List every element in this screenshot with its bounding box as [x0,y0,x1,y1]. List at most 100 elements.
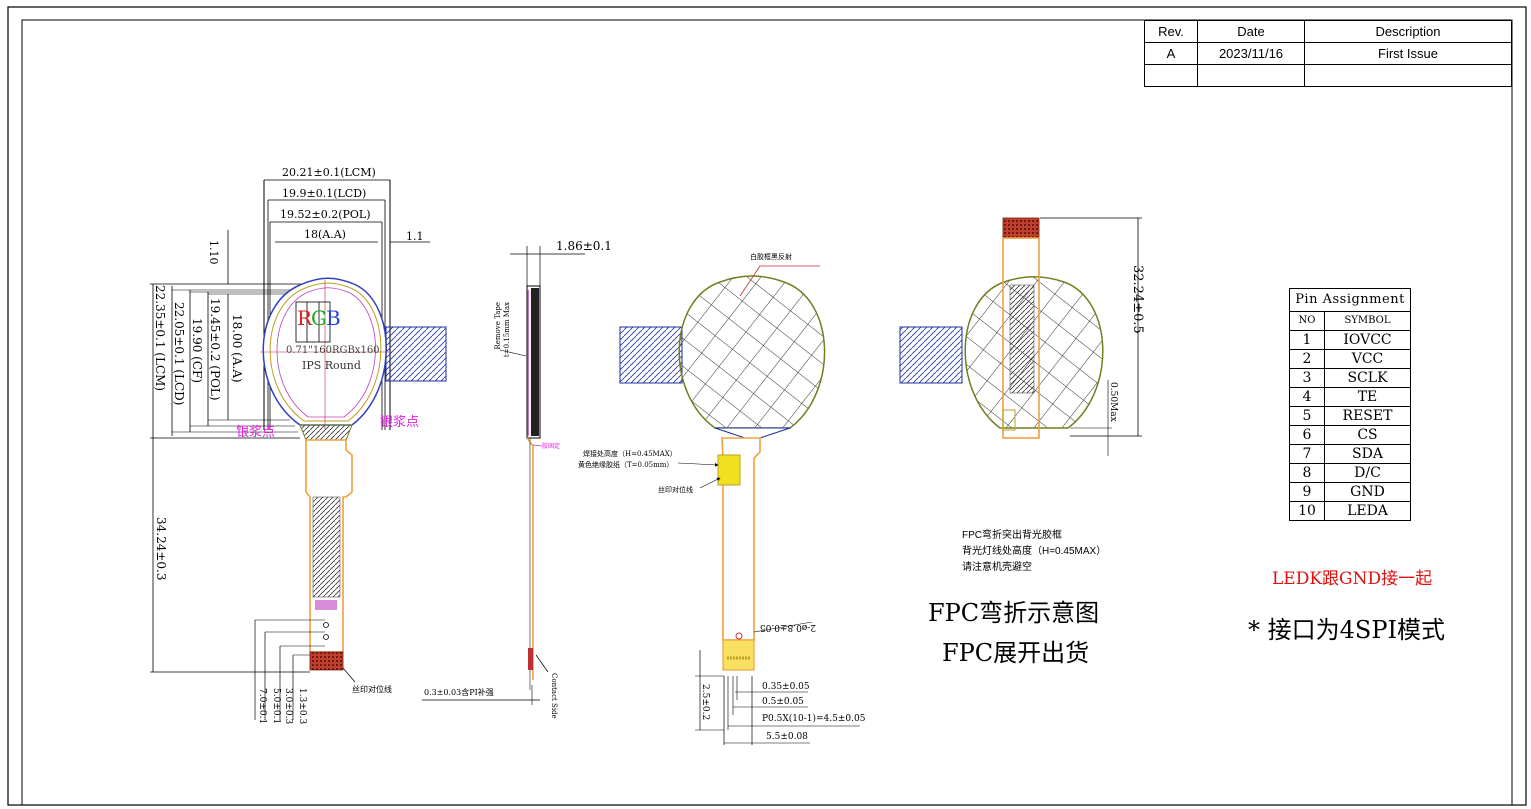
fpc-bend-note-3: 请注意机壳避空 [962,562,1032,573]
ledk-gnd-note: LEDK跟GND接一起 [1272,569,1433,589]
pin-table-title-row: Pin Assignment [1289,288,1411,312]
pin-symbol: SDA [1324,444,1411,464]
inner-border-frame [21,19,1513,806]
width-pol-label: 19.52±0.2(POL) [280,208,371,221]
date-cell [1197,64,1305,87]
pin-no: 10 [1289,501,1325,521]
pin-no: 2 [1289,349,1325,369]
height-lcd-label: 22.05±0.1 (LCD) [172,302,186,406]
contact-side-label: Contact Side [550,673,558,719]
width-aa-label: 18(A.A) [304,228,346,241]
thickness-label: 1.86±0.1 [556,239,612,253]
rgb-text: RGB [297,306,341,330]
fpc-hole-label: 2-ø0.8±0.05 [759,622,816,632]
pin-no: 6 [1289,425,1325,445]
pin-symbol: VCC [1324,349,1411,369]
pin-total-label: 5.5±0.08 [766,732,808,742]
height-pol-label: 19.45±0.2 (POL) [208,298,222,401]
dim-1-1-label: 1.1 [406,230,424,243]
bent-view [899,217,1142,456]
pin-no: 8 [1289,463,1325,483]
pin-symbol: LEDA [1324,501,1411,521]
pin-no: 5 [1289,406,1325,426]
pin-pad-label: 0.5±0.05 [762,697,804,707]
front-view [150,179,447,720]
fpc-bend-title: FPC弯折示意图 [928,599,1100,627]
pin-no: 9 [1289,482,1325,502]
description-header: Description [1304,20,1512,43]
revision-table: Rev. Date Description A 2023/11/16 First… [1144,20,1512,87]
description-cell [1304,64,1512,87]
lcd-type-label: IPS Round [302,359,361,372]
solder-height-label: 焊接处高度（H=0.45MAX） [583,450,677,458]
pin-symbol: RESET [1324,406,1411,426]
fpc-thickness-label: 0.3±0.03含PI补强 [424,688,494,697]
glue-fix-label: 胶固定 [542,443,561,450]
pin-width-label: 0.35±0.05 [762,682,810,692]
silk-mark-label-1: 丝印对位线 [352,685,392,694]
back-view [619,265,860,745]
silver-point-right-label: 银浆点 [380,415,420,430]
pin-no: 7 [1289,444,1325,464]
side-view [422,246,585,705]
tape-max-label: t=0.15mm Max [503,302,511,358]
description-cell: First Issue [1304,42,1512,65]
bent-total-label: 32.24±0.5 [1130,265,1145,334]
revision-row [1144,64,1512,87]
fpc-bend-note-2: 背光灯线处高度（H=0.45MAX） [962,546,1107,557]
pin-no: 1 [1289,330,1325,350]
pin-no-header: NO [1289,311,1325,331]
lcd-spec-label: 0.71"160RGBx160 [286,345,380,356]
revision-row: A 2023/11/16 First Issue [1144,42,1512,65]
pin-symbol-header: SYMBOL [1324,311,1411,331]
silk-mark-label-2: 丝印对位线 [658,486,693,494]
revision-header-row: Rev. Date Description [1144,20,1512,43]
height-lcm-label: 22.35±0.1 (LCM) [153,285,167,392]
fpc-length-label: 34.24±0.3 [154,517,168,581]
silver-point-left-label: 银浆点 [236,425,276,440]
bottom-dim-1-3-label: 1.3±0.3 [297,688,307,725]
pin-symbol: CS [1324,425,1411,445]
height-aa-label: 18.00 (A.A) [230,314,244,383]
remove-tape-label: Remove Tape [494,302,502,350]
pin-symbol: D/C [1324,463,1411,483]
pin-symbol: SCLK [1324,368,1411,388]
bottom-dim-3-label: 3.0±0.3 [283,688,293,725]
date-header: Date [1197,20,1305,43]
pin-length-label: 2.5±0.2 [700,684,710,721]
width-lcd-label: 19.9±0.1(LCD) [282,187,367,200]
bent-max-label: 0.50Max [1108,382,1118,422]
pin-no: 4 [1289,387,1325,407]
pin-table-header-row: NO SYMBOL [1289,311,1411,331]
bottom-dim-7-label: 7.0±0.1 [257,688,267,725]
pin-symbol: TE [1324,387,1411,407]
yellow-tape-label: 黄色绝缘胶纸（T=0.05mm） [578,461,674,469]
pin-symbol: IOVCC [1324,330,1411,350]
pin-pitch-label: P0.5X(10-1)=4.5±0.05 [762,714,866,724]
rgb-label: RGB [297,306,341,330]
fpc-bend-note-1: FPC弯折突出背光胶框 [962,530,1062,541]
pin-table-title: Pin Assignment [1289,288,1411,312]
bottom-dim-5-label: 5.0±0.1 [271,688,281,725]
reflector-label: 白胶框黑反射 [750,253,792,261]
height-cf-label: 19.90 (CF) [190,318,204,384]
date-cell: 2023/11/16 [1197,42,1305,65]
width-lcm-label: 20.21±0.1(LCM) [282,166,376,179]
rev-cell [1144,64,1198,87]
interface-note: * 接口为4SPI模式 [1248,616,1445,644]
rev-cell: A [1144,42,1198,65]
dim-1-10-label: 1.10 [207,240,220,265]
rev-header: Rev. [1144,20,1198,43]
